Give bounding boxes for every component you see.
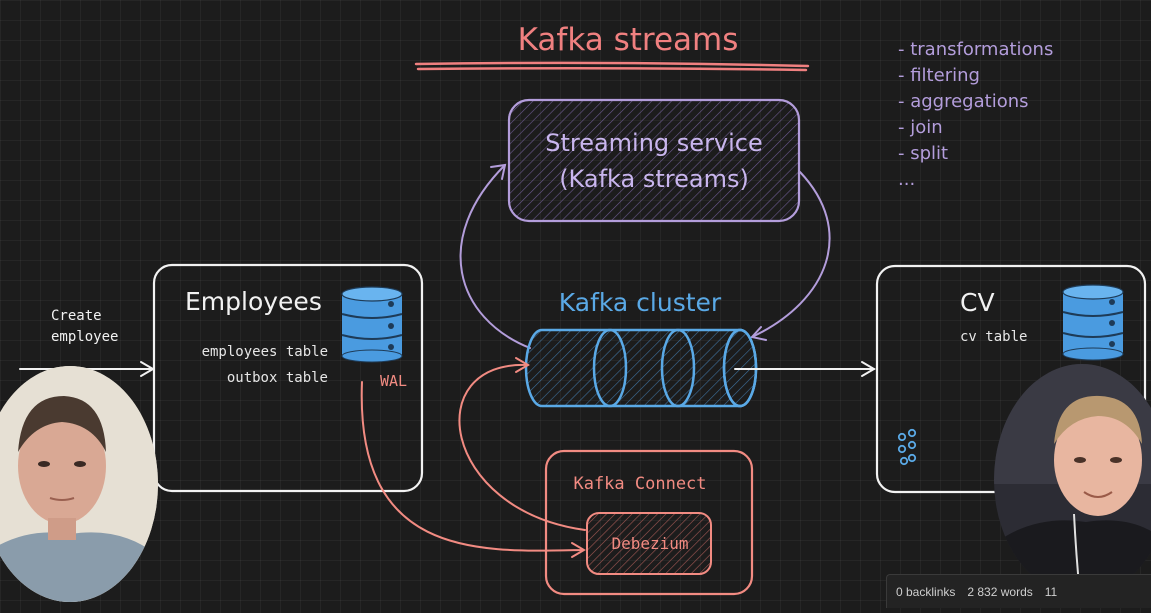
kafka-streams-logo-icon (897, 428, 917, 466)
employees-table-label: employees table (202, 344, 328, 360)
kafka-cluster-label: Kafka cluster (559, 288, 722, 317)
wal-to-debezium-arrow (360, 381, 584, 552)
operation-item: - filtering (898, 65, 980, 86)
arrowhead-icon (490, 163, 507, 180)
cdc-arrows (360, 357, 586, 558)
cluster-to-cv-arrow (734, 361, 876, 377)
kafka-cluster-icon (524, 328, 758, 408)
operation-item: - join (898, 117, 943, 138)
database-icon (341, 286, 403, 363)
streaming-service-sublabel: (Kafka streams) (559, 165, 749, 193)
title-underline (414, 61, 810, 72)
cv-table-label: cv table (960, 329, 1027, 345)
operation-item: ... (898, 169, 915, 190)
diagram-title: Kafka streams (518, 22, 739, 58)
arrowhead-icon (571, 542, 586, 558)
debezium-label: Debezium (611, 534, 688, 553)
character-count: 11 (1044, 584, 1058, 599)
status-bar: 0 backlinks 2 832 words 11 (886, 574, 1151, 608)
arrowhead-icon (750, 326, 767, 341)
cluster-to-service-arrow (459, 164, 531, 349)
streaming-service-label: Streaming service (545, 129, 763, 157)
streaming-service-box: Streaming service (Kafka streams) (507, 98, 801, 223)
service-to-cluster-arrow (751, 171, 831, 338)
database-icon (1062, 284, 1124, 361)
operation-item: - aggregations (898, 91, 1029, 112)
word-count: 2 832 words (967, 584, 1033, 599)
create-employee-label: Create (51, 308, 102, 324)
arrowhead-icon (861, 361, 876, 377)
employees-service-box: Employees employees table outbox table W… (152, 263, 424, 493)
cv-service-box: CV cv table (875, 264, 1147, 494)
kafka-connect-label: Kafka Connect (573, 474, 706, 494)
arrowhead-icon (140, 361, 155, 377)
backlinks-count[interactable]: 0 backlinks (896, 584, 956, 599)
kafka-connect-box: Kafka Connect Debezium (544, 449, 754, 596)
wal-label: WAL (380, 372, 407, 390)
debezium-box (586, 512, 712, 575)
arrowhead-icon (515, 357, 530, 373)
debezium-to-cluster-arrow (458, 363, 586, 531)
cv-title: CV (960, 288, 995, 317)
webcam-right (994, 364, 1151, 596)
stream-arrows (459, 163, 831, 349)
employees-title: Employees (185, 287, 322, 316)
operation-item: - split (898, 143, 948, 164)
create-employee-label-2: employee (51, 329, 118, 345)
outbox-table-label: outbox table (227, 370, 328, 386)
operation-item: - transformations (898, 39, 1053, 60)
operations-list: - transformations - filtering - aggregat… (898, 39, 1053, 190)
